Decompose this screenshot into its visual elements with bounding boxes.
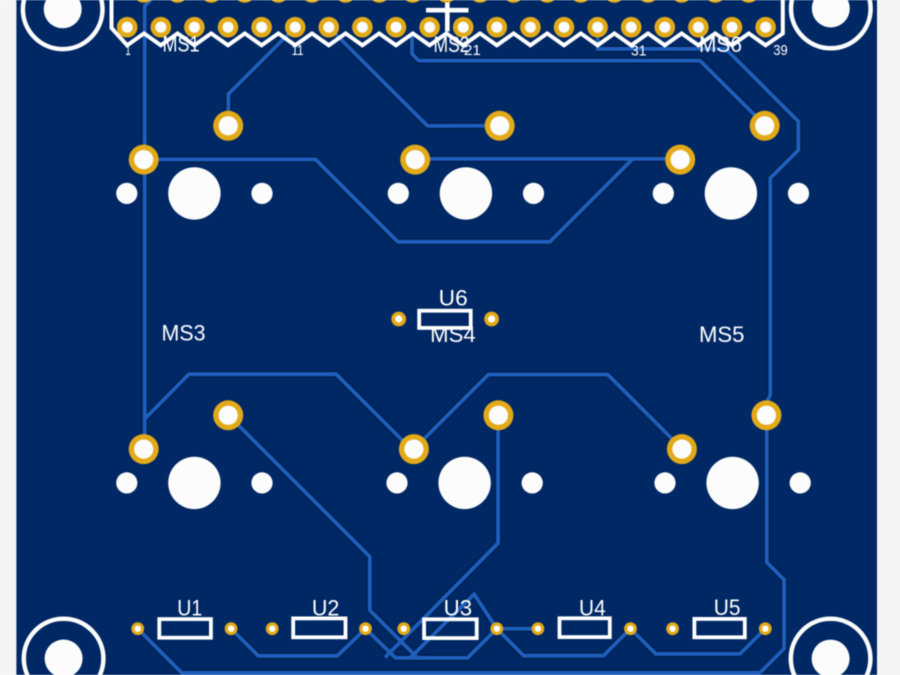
svg-text:31: 31 xyxy=(631,43,647,60)
svg-text:MS3: MS3 xyxy=(162,320,206,345)
svg-text:U1: U1 xyxy=(177,596,202,621)
svg-text:1: 1 xyxy=(125,42,131,59)
svg-text:21: 21 xyxy=(464,42,481,59)
svg-text:11: 11 xyxy=(292,42,304,59)
svg-text:U6: U6 xyxy=(439,286,468,311)
svg-text:MS4: MS4 xyxy=(430,322,476,347)
svg-text:MS2: MS2 xyxy=(434,32,470,57)
svg-text:U5: U5 xyxy=(714,595,741,620)
svg-text:U4: U4 xyxy=(579,596,606,621)
svg-text:U3: U3 xyxy=(444,596,473,621)
svg-text:MS1: MS1 xyxy=(163,32,200,57)
svg-text:39: 39 xyxy=(773,42,788,59)
svg-text:U2: U2 xyxy=(312,596,340,621)
svg-text:MS6: MS6 xyxy=(699,32,742,57)
svg-text:MS5: MS5 xyxy=(699,322,745,347)
